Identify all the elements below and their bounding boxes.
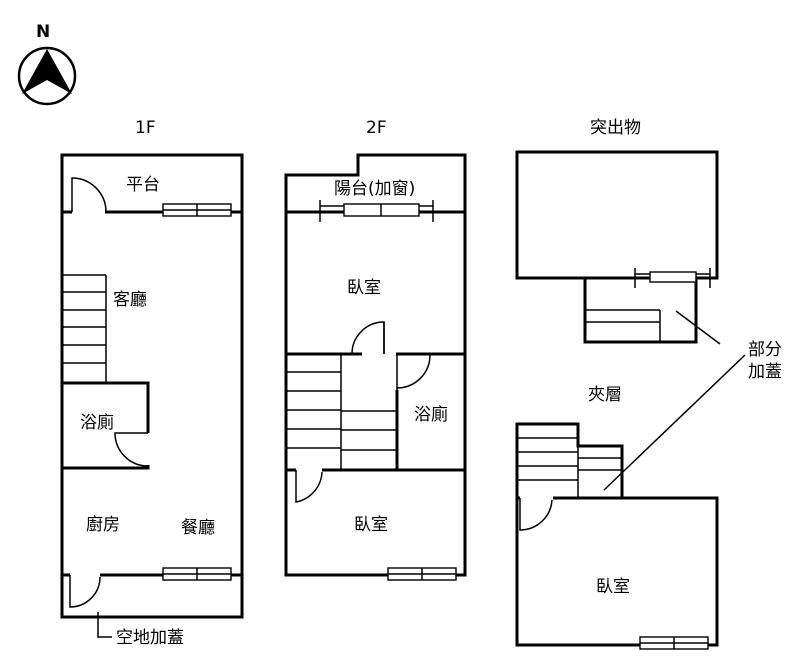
note-open-space: 空地加蓋	[116, 628, 184, 648]
room-label-platform: 平台	[126, 175, 160, 195]
north-label: N	[36, 22, 50, 42]
room-label-dining: 餐廳	[181, 518, 215, 538]
floor-title-2f: 2F	[366, 118, 387, 138]
floor-title-1f: 1F	[135, 118, 156, 138]
plan-2f	[284, 153, 467, 581]
plan-mezzanine	[515, 422, 719, 650]
staircase-mezzanine	[517, 424, 622, 498]
note-partial-1: 部分	[748, 340, 782, 360]
staircase-2f	[286, 354, 398, 470]
north-arrow-icon	[17, 46, 77, 106]
note-partial-2: 加蓋	[748, 362, 782, 382]
mezzanine-title: 夾層	[588, 385, 622, 405]
plan-roof	[515, 150, 746, 491]
room-label-bedroom-mezzanine: 臥室	[596, 577, 630, 597]
roof-title: 突出物	[590, 118, 641, 138]
compass: N	[17, 22, 77, 106]
room-label-kitchen: 廚房	[86, 514, 120, 535]
staircase-1f	[62, 274, 107, 383]
room-label-balcony: 陽台(加窗)	[334, 179, 415, 199]
room-label-bedroom-front: 臥室	[347, 278, 381, 298]
room-label-bedroom-back: 臥室	[354, 515, 388, 535]
room-label-bath-1f: 浴廁	[80, 412, 114, 433]
plan-1f	[60, 153, 244, 638]
room-label-living: 客廳	[113, 290, 147, 310]
room-label-bath-2f: 浴廁	[414, 404, 448, 425]
